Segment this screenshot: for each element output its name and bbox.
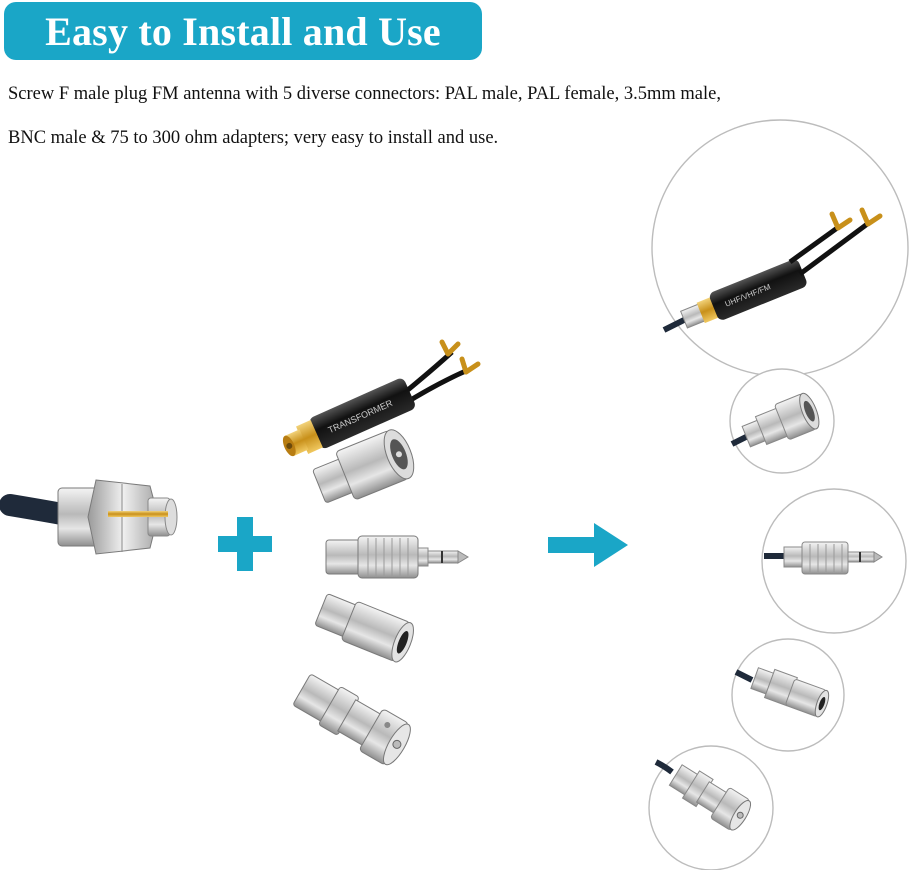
assembled-mini-jack-circle (761, 488, 907, 634)
description-line-1: Screw F male plug FM antenna with 5 dive… (8, 84, 721, 104)
description-line-2: BNC male & 75 to 300 ohm adapters; very … (8, 128, 499, 148)
arrow-right-icon (548, 523, 628, 567)
assembled-pal-male-circle (731, 638, 845, 752)
mini-jack-3-5mm-adapter (325, 535, 469, 579)
bnc-male-adapter (293, 674, 411, 766)
pal-male-adapter (315, 593, 414, 663)
plus-icon (218, 517, 272, 571)
f-male-plug (0, 479, 178, 555)
product-description: Screw F male plug FM antenna with 5 dive… (8, 72, 908, 160)
title-banner: Easy to Install and Use (4, 2, 482, 60)
pal-female-adapter (312, 429, 415, 503)
assembled-pal-female-circle (729, 368, 835, 474)
page-title: Easy to Install and Use (45, 8, 441, 54)
assembled-bnc-circle (648, 745, 774, 870)
assembled-transformer-circle: UHF/VHF/FM (651, 119, 909, 377)
